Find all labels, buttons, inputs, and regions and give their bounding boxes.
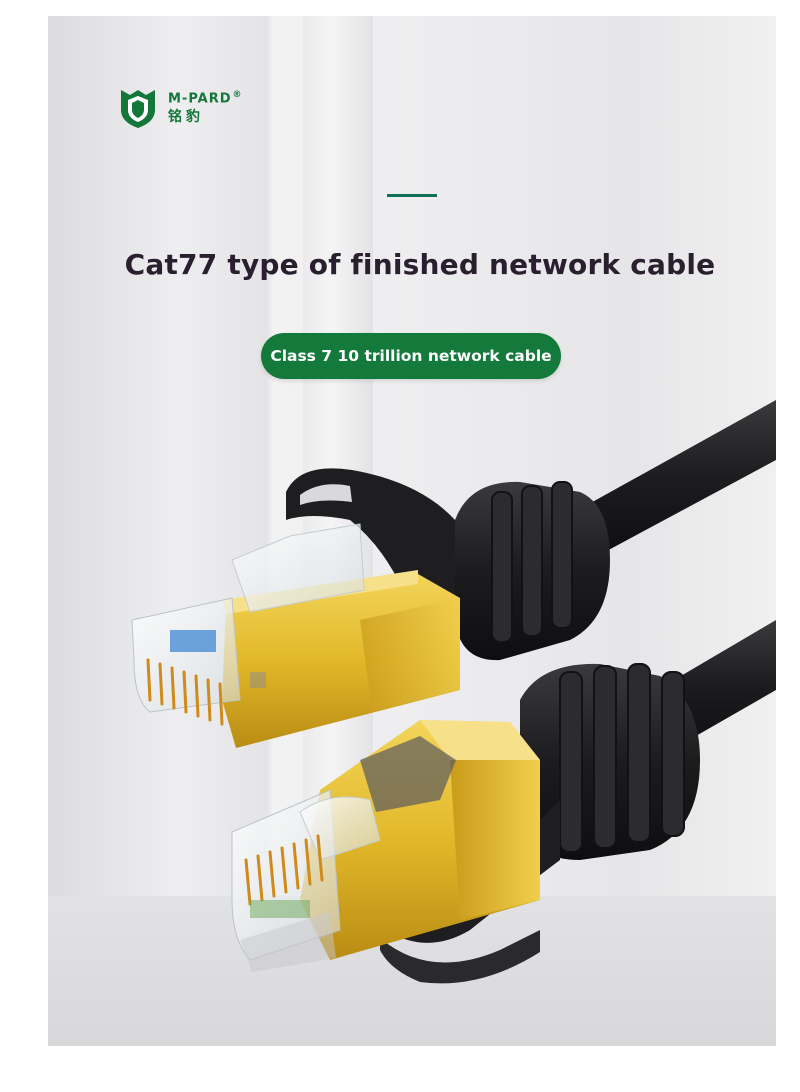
accent-divider (387, 194, 437, 197)
class-badge: Class 7 10 trillion network cable (261, 333, 561, 379)
brand-logo: M-PARD® 铭豹 (118, 86, 268, 130)
page-title: Cat77 type of finished network cable (124, 248, 716, 281)
registered-mark: ® (232, 90, 243, 100)
brand-name-chinese: 铭豹 (168, 109, 204, 125)
background-pillar (303, 16, 373, 876)
upper-cable (131, 400, 776, 748)
leopard-shield-icon (121, 90, 155, 128)
brand-name: M-PARD® (168, 90, 243, 107)
lower-cable (231, 620, 776, 984)
class-badge-label: Class 7 10 trillion network cable (270, 347, 552, 365)
